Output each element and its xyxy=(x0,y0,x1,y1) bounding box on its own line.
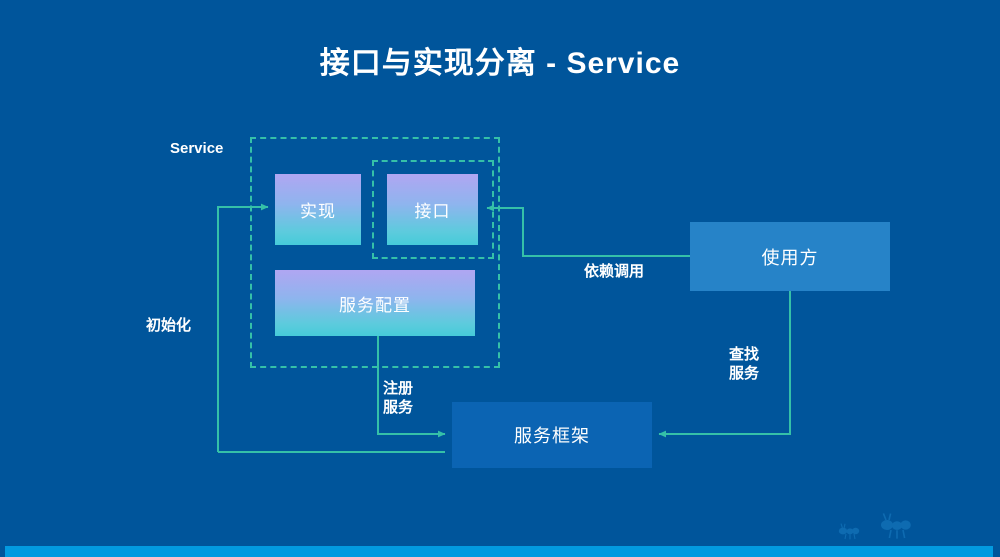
box-service-framework[interactable]: 服务框架 xyxy=(452,402,652,468)
ant-icon xyxy=(881,513,911,539)
edge-lookup-service xyxy=(658,291,791,438)
card-interface[interactable]: 接口 xyxy=(387,174,478,245)
card-service-config-label: 服务配置 xyxy=(339,295,411,315)
edge-depend-call xyxy=(486,204,690,257)
interface-group-boundary xyxy=(372,160,494,259)
ant-icon xyxy=(838,523,860,540)
service-group-boundary xyxy=(250,137,500,368)
label-register-service: 注册 服务 xyxy=(383,380,414,416)
box-consumer-label: 使用方 xyxy=(761,247,819,268)
card-interface-label: 接口 xyxy=(414,202,451,221)
box-consumer[interactable]: 使用方 xyxy=(690,222,890,291)
label-init: 初始化 xyxy=(146,317,192,334)
label-depend-call: 依赖调用 xyxy=(584,263,645,280)
card-implementation[interactable]: 实现 xyxy=(275,174,361,245)
label-service-group: Service xyxy=(170,140,224,157)
card-service-config[interactable]: 服务配置 xyxy=(275,270,475,336)
box-service-framework-label: 服务框架 xyxy=(514,426,590,446)
bottom-accent-bar xyxy=(5,546,993,557)
page-title: 接口与实现分离 - Service xyxy=(319,47,681,80)
card-implementation-label: 实现 xyxy=(300,202,336,221)
label-lookup-service: 查找 服务 xyxy=(729,346,760,382)
